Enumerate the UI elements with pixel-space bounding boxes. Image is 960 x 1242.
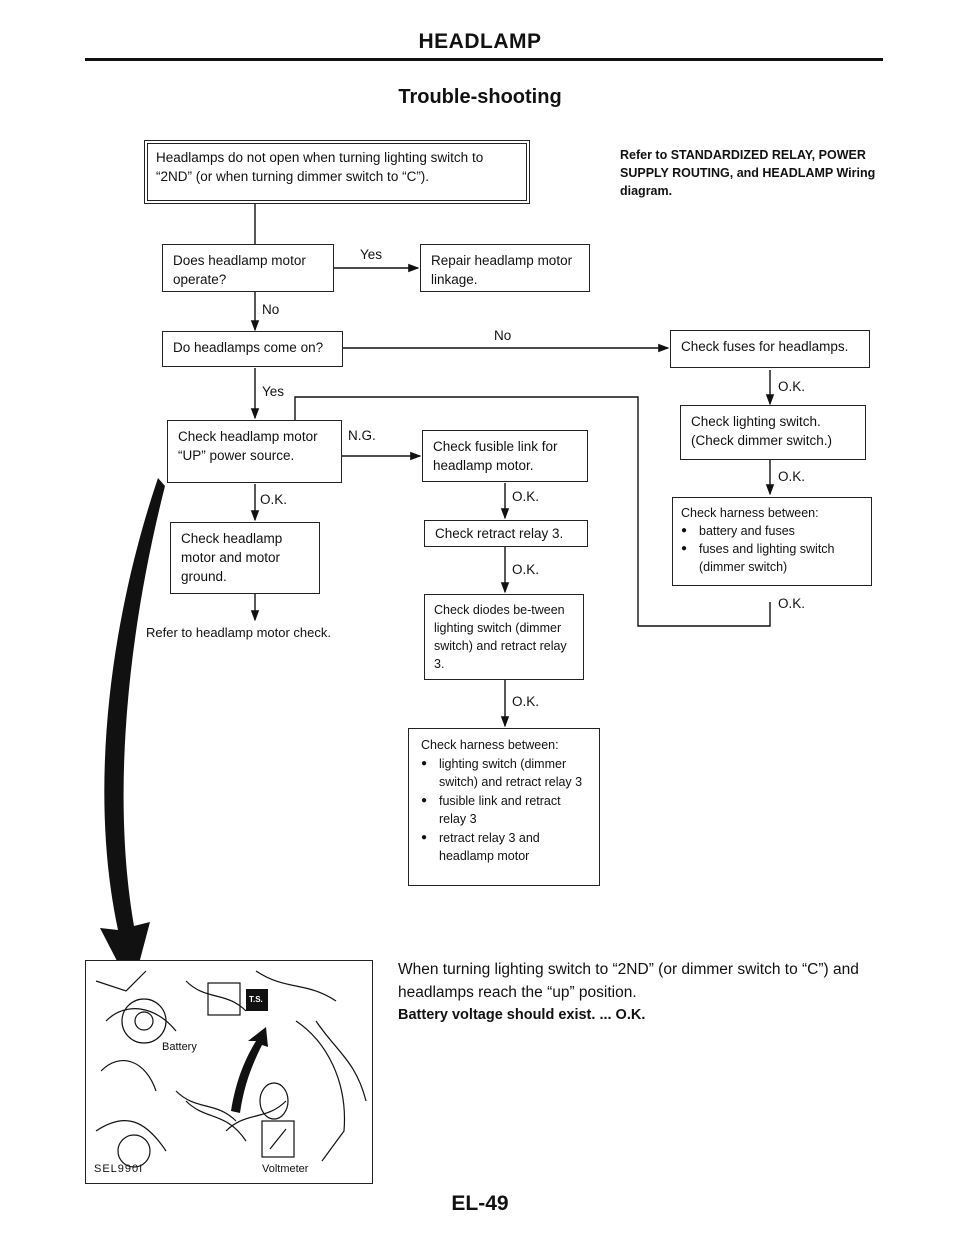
harness-right-item: fuses and lighting switch (dimmer switch… — [681, 540, 863, 576]
instruction-text: When turning lighting switch to “2ND” (o… — [398, 961, 859, 1001]
engine-bay-drawing — [95, 970, 367, 1168]
check-fusible-link-box: Check fusible link for headlamp motor. — [422, 430, 588, 482]
ok-label-fuses: O.K. — [778, 379, 806, 394]
figure-code: SEL990I — [94, 1163, 144, 1175]
voltmeter-illustration: Battery T.S. SEL990I Voltmeter — [85, 960, 373, 1184]
check-retract-relay-box: Check retract relay 3. — [424, 520, 588, 547]
check-up-power-box: Check headlamp motor “UP” power source. — [167, 420, 342, 483]
harness-center-item: fusible link and retract relay 3 — [421, 792, 587, 829]
question-headlamps-come-on: Do headlamps come on? — [162, 331, 343, 367]
ng-label: N.G. — [348, 428, 376, 443]
battery-label: Battery — [162, 1041, 197, 1053]
instruction-result: Battery voltage should exist. ... O.K. — [398, 1007, 646, 1023]
no-label-come-on: No — [494, 328, 512, 343]
ok-label-lighting: O.K. — [778, 469, 806, 484]
harness-center-item: retract relay 3 and headlamp motor — [421, 829, 587, 866]
harness-center-item: lighting switch (dimmer switch) and retr… — [421, 755, 587, 792]
harness-right-box: Check harness between: battery and fuses… — [672, 497, 872, 586]
ok-label-retract: O.K. — [512, 562, 540, 577]
yes-label-motor: Yes — [360, 247, 383, 262]
page-header: HEADLAMP — [418, 30, 542, 53]
harness-center-box: Check harness between: lighting switch (… — [408, 728, 600, 886]
ok-label-diodes: O.K. — [512, 694, 540, 709]
ok-label-harness-right: O.K. — [778, 596, 806, 611]
page-number: EL-49 — [451, 1192, 509, 1215]
ok-label-up-power: O.K. — [260, 492, 288, 507]
header-rule — [85, 58, 883, 61]
start-box: Headlamps do not open when turning light… — [144, 140, 530, 204]
harness-right-item: battery and fuses — [681, 522, 863, 540]
repair-linkage-box: Repair headlamp motor linkage. — [420, 244, 590, 292]
ok-label-fusible: O.K. — [512, 489, 540, 504]
check-fuses-box: Check fuses for headlamps. — [670, 330, 870, 368]
ts-label: T.S. — [249, 995, 263, 1004]
harness-center-title: Check harness between: — [421, 738, 559, 752]
check-diodes-box: Check diodes be-tween lighting switch (d… — [424, 594, 584, 680]
voltmeter-label: Voltmeter — [262, 1163, 309, 1175]
question-motor-operate: Does headlamp motor operate? — [162, 244, 334, 292]
instruction-note: When turning lighting switch to “2ND” (o… — [398, 958, 898, 1027]
check-motor-ground-box: Check headlamp motor and motor ground. — [170, 522, 320, 594]
refer-motor-check: Refer to headlamp motor check. — [146, 625, 331, 640]
yes-label-come-on: Yes — [262, 384, 285, 399]
page-title: Trouble-shooting — [398, 86, 562, 108]
reference-note: Refer to STANDARDIZED RELAY, POWER SUPPL… — [620, 148, 876, 198]
check-lighting-switch-box: Check lighting switch. (Check dimmer swi… — [680, 405, 866, 460]
no-label-motor: No — [262, 302, 280, 317]
harness-right-title: Check harness between: — [681, 506, 819, 520]
